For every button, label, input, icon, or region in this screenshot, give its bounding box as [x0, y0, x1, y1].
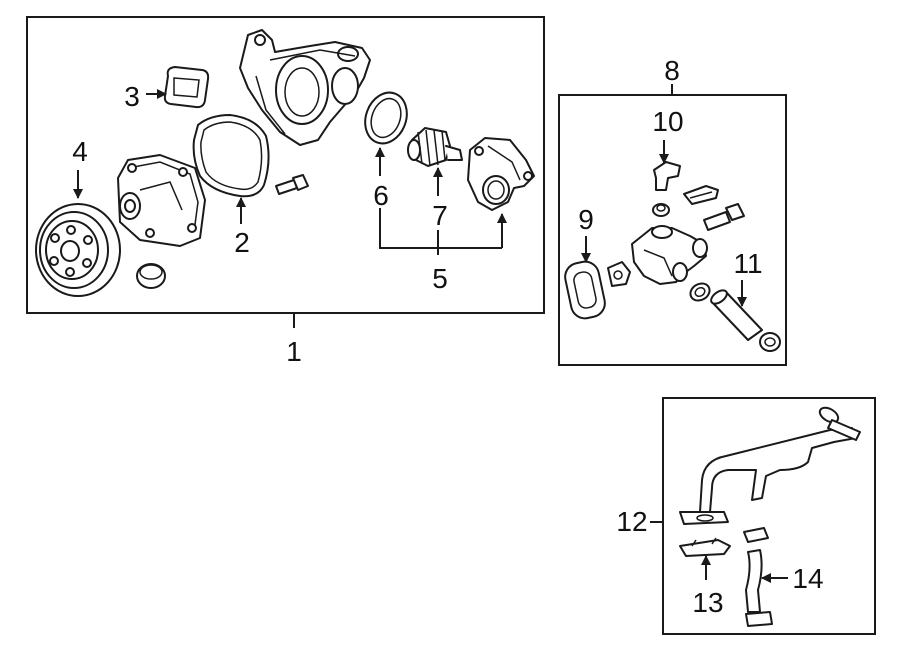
callout-5: 5 [432, 263, 448, 294]
callout-13: 13 [692, 587, 723, 618]
outlet-housing-icon[interactable] [467, 137, 535, 211]
connector-icon[interactable] [631, 225, 708, 285]
clamp-lower-icon[interactable] [759, 332, 781, 352]
hose-small-icon[interactable] [745, 549, 763, 613]
callout-12: 12 [616, 506, 647, 537]
clamp-icon[interactable] [687, 280, 712, 304]
gasket-small-icon[interactable] [163, 66, 210, 109]
callout-3: 3 [124, 81, 140, 112]
water-pump-icon[interactable] [117, 154, 206, 247]
callout-10: 10 [652, 106, 683, 137]
pulley-icon[interactable] [35, 203, 121, 297]
group-1-frame [26, 16, 545, 314]
sensor-icon[interactable] [652, 161, 681, 217]
callout-4: 4 [72, 136, 88, 167]
gasket-oval-icon[interactable] [563, 259, 608, 321]
callout-9: 9 [578, 204, 594, 235]
bolt-icon[interactable] [275, 174, 309, 195]
group-8-frame [558, 84, 787, 366]
bracket-icon[interactable] [679, 537, 731, 557]
o-ring-icon[interactable] [358, 87, 413, 150]
callout-6: 6 [373, 180, 389, 211]
clip-icon[interactable] [683, 185, 719, 205]
leaders-group-1 [73, 89, 507, 328]
bolt-small-icon[interactable] [703, 203, 745, 231]
callout-1: 1 [286, 336, 302, 367]
leaders-group-8 [581, 140, 747, 307]
callout-7: 7 [432, 200, 448, 231]
gasket-pump-icon[interactable] [192, 114, 270, 198]
seal-cap-icon[interactable] [136, 263, 166, 289]
fitting-icon[interactable] [607, 261, 631, 287]
hose-icon[interactable] [709, 288, 763, 341]
callout-14: 14 [792, 563, 823, 594]
leaders-group-12 [701, 555, 788, 583]
clamp-upper-icon[interactable] [743, 527, 769, 543]
callout-11: 11 [733, 248, 762, 279]
group-12-frame [650, 397, 876, 635]
callout-8: 8 [664, 55, 680, 86]
callout-2: 2 [234, 227, 250, 258]
thermostat-icon[interactable] [407, 127, 463, 167]
housing-icon[interactable] [239, 29, 371, 146]
pipe-icon[interactable] [679, 405, 861, 525]
clamp-bottom-icon[interactable] [745, 611, 773, 627]
